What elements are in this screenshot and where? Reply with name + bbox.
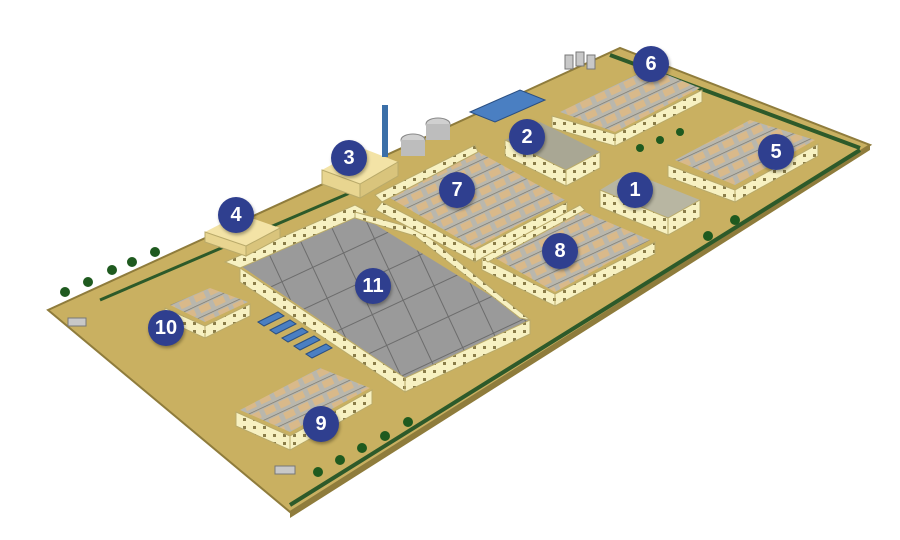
marker-9: 9 [303,406,339,442]
ground-plot-shadow [290,145,870,518]
building-2-wall [565,151,601,187]
building-11-wall [404,319,531,393]
marker-3: 3 [331,140,367,176]
storage-tank [426,124,450,140]
panel-array [257,89,547,359]
building-6-roof [560,68,700,132]
building-10-wall [204,303,251,339]
marker-7: 7 [439,172,475,208]
marker-10: 10 [148,310,184,346]
building-9-roof [240,368,370,432]
building-10-roof [170,288,248,322]
marker-6: 6 [633,46,669,82]
marker-2: 2 [509,119,545,155]
marker-5: 5 [758,134,794,170]
building-6-wall [614,89,703,147]
green-border-strip [288,148,862,507]
palm-trees [60,128,740,477]
storage-tank [401,140,425,156]
marker-11: 11 [355,268,391,304]
building-3-wall [359,161,399,199]
chimney [382,105,388,157]
marker-8: 8 [542,233,578,269]
building-7-wall [374,144,479,203]
utility-units [67,51,596,475]
marker-4: 4 [218,197,254,233]
building-1-wall [667,199,701,236]
building-8-wall [481,204,586,263]
building-8-wall [554,241,656,307]
marker-1: 1 [617,172,653,208]
building-4-wall [245,227,281,257]
building-11-wall [223,204,370,269]
